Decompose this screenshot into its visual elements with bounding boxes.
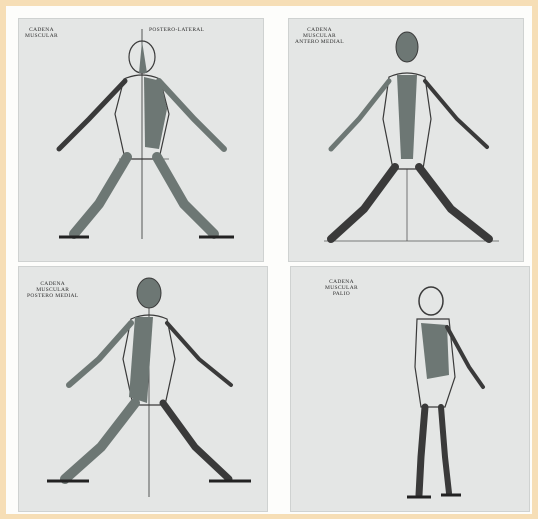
figure-antero-medial — [289, 19, 524, 262]
figure-lateral — [291, 267, 530, 512]
figure-postero-medial — [19, 267, 268, 512]
illustration-sheet: CADENA MUSCULAR POSTERO-LATERAL CADENA M… — [6, 6, 532, 514]
panel-palio: CADENA MUSCULAR PALIO — [290, 266, 530, 512]
panel-postero-medial: CADENA MUSCULAR POSTERO MEDIAL — [18, 266, 268, 512]
panel-antero-medial: CADENA MUSCULAR ANTERO MEDIAL — [288, 18, 524, 262]
figure-postero-lateral — [19, 19, 264, 262]
panel-postero-lateral: CADENA MUSCULAR POSTERO-LATERAL — [18, 18, 264, 262]
